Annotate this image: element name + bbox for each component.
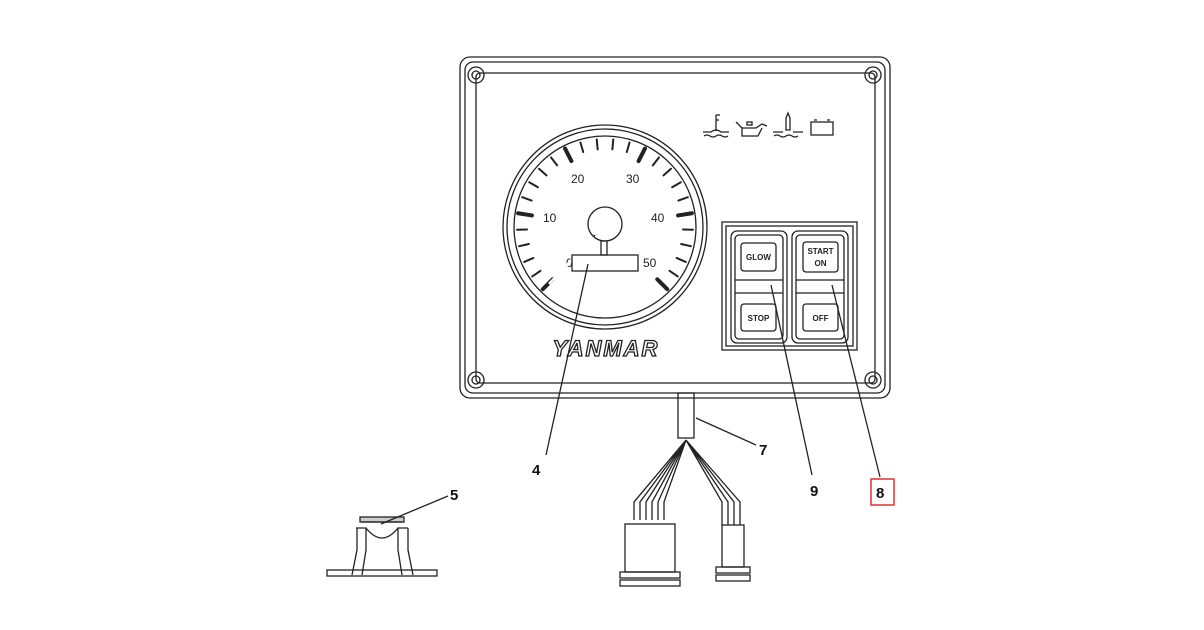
wire-harness xyxy=(619,392,751,587)
highlight-box xyxy=(870,478,895,506)
svg-text:7: 7 xyxy=(759,442,767,459)
screw-icon xyxy=(467,66,485,84)
callout-8-highlighted: 8 xyxy=(831,284,895,506)
gauge-minor-tick xyxy=(675,256,687,263)
gauge-major-tick xyxy=(636,146,647,164)
instrument-panel xyxy=(459,56,891,399)
start-on-button[interactable]: START ON xyxy=(802,241,839,273)
coolant-icon xyxy=(773,111,803,138)
off-button[interactable]: OFF xyxy=(802,303,839,332)
gauge-minor-tick xyxy=(651,156,660,167)
gauge-needle xyxy=(547,206,623,286)
gauge-minor-tick xyxy=(531,269,542,278)
gauge-label-30: 30 xyxy=(626,172,640,186)
gauge-minor-tick xyxy=(528,181,539,189)
callout-5: 5 xyxy=(380,487,458,525)
hour-meter-window xyxy=(571,254,639,272)
mounting-clip xyxy=(326,516,438,577)
gauge-label-10: 10 xyxy=(543,211,557,225)
svg-text:STOP: STOP xyxy=(748,314,770,323)
gauge-minor-tick xyxy=(668,269,679,278)
tachometer-gauge: 0 10 20 30 40 50 xyxy=(502,124,708,330)
svg-text:ON: ON xyxy=(815,259,827,268)
oil-pressure-icon xyxy=(735,121,768,137)
gauge-minor-tick xyxy=(518,243,530,248)
gauge-minor-tick xyxy=(521,196,533,202)
gauge-label-50: 50 xyxy=(643,256,657,270)
gauge-major-tick xyxy=(676,211,694,218)
gauge-minor-tick xyxy=(677,196,689,202)
battery-charge-icon xyxy=(810,119,834,136)
gauge-minor-tick xyxy=(625,141,631,154)
switch-panel xyxy=(721,221,858,351)
svg-text:OFF: OFF xyxy=(813,314,829,323)
callout-4: 4 xyxy=(532,263,589,479)
svg-text:START: START xyxy=(807,247,833,256)
gauge-minor-tick xyxy=(680,243,692,248)
svg-text:4: 4 xyxy=(532,462,541,479)
svg-text:8: 8 xyxy=(876,485,884,502)
gauge-minor-tick xyxy=(550,156,559,167)
svg-text:GLOW: GLOW xyxy=(746,253,771,262)
gauge-major-tick xyxy=(563,146,574,164)
gauge-major-tick xyxy=(655,277,670,292)
gauge-label-40: 40 xyxy=(651,211,665,225)
screw-icon xyxy=(467,371,485,389)
gauge-minor-tick xyxy=(595,138,599,151)
gauge-minor-tick xyxy=(579,141,585,154)
svg-text:5: 5 xyxy=(450,487,458,504)
yanmar-logo: YANMAR xyxy=(553,336,660,361)
callout-7: 7 xyxy=(695,417,767,459)
stop-button[interactable]: STOP xyxy=(740,303,777,332)
gauge-minor-tick xyxy=(611,138,615,151)
gauge-minor-tick xyxy=(662,167,673,177)
screw-icon xyxy=(864,371,882,389)
gauge-label-20: 20 xyxy=(571,172,585,186)
callout-9: 9 xyxy=(770,284,818,500)
gauge-minor-tick xyxy=(523,256,535,263)
water-temperature-icon xyxy=(703,114,729,138)
gauge-minor-tick xyxy=(537,167,548,177)
glow-button[interactable]: GLOW xyxy=(740,242,777,272)
gauge-major-tick xyxy=(516,211,534,218)
svg-text:9: 9 xyxy=(810,483,818,500)
gauge-minor-tick xyxy=(671,181,682,189)
screw-icon xyxy=(864,66,882,84)
